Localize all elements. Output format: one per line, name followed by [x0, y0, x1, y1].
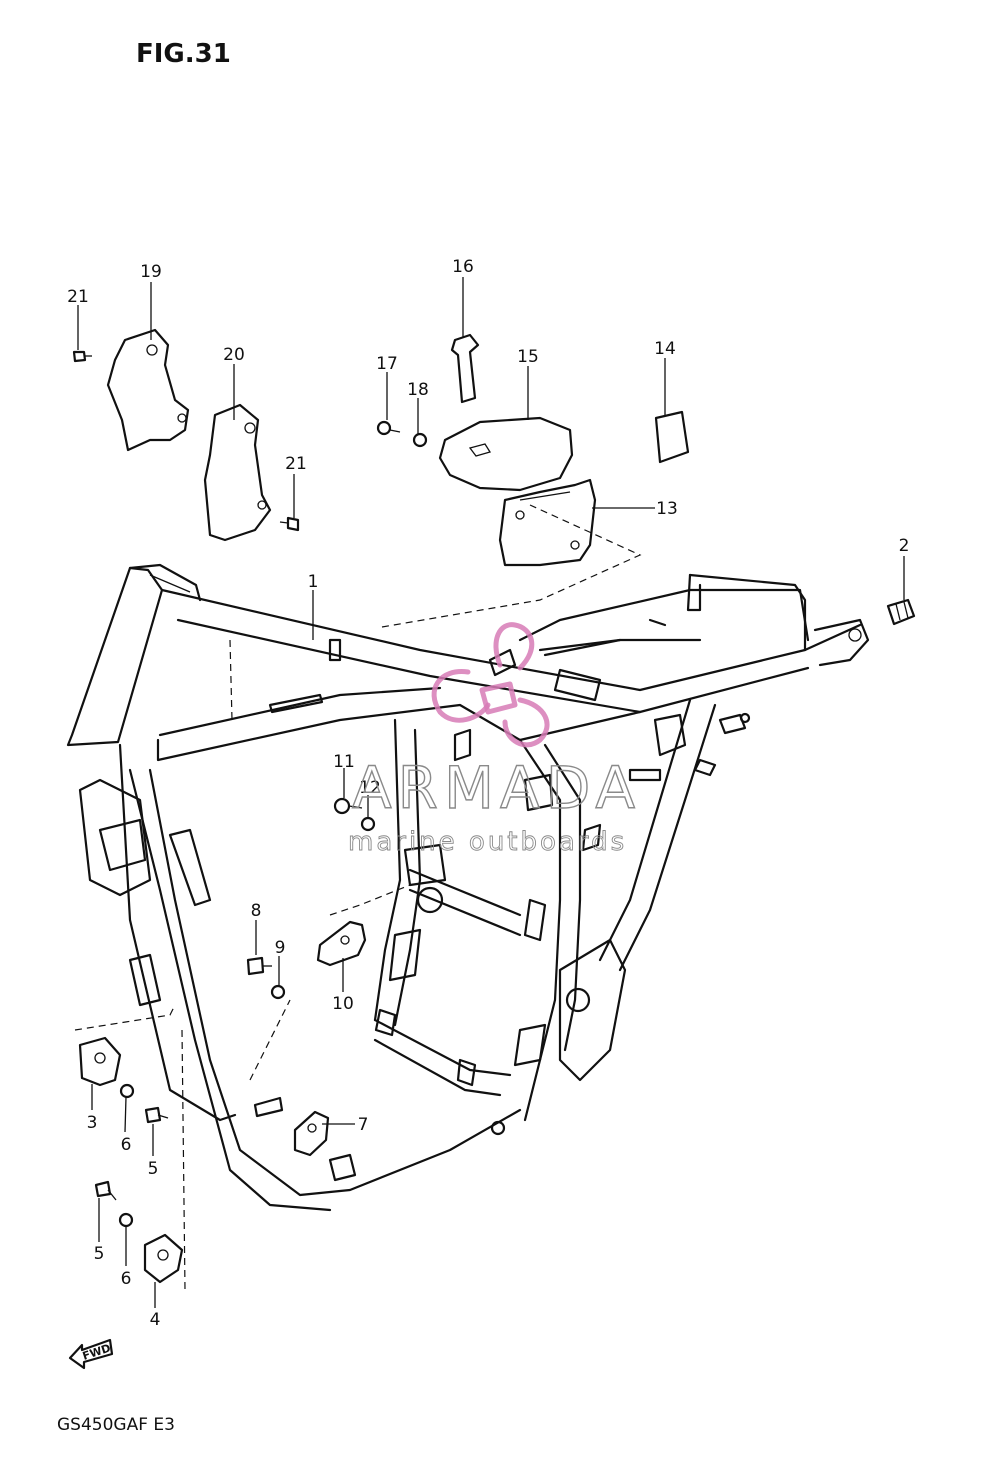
part-14-pad[interactable]	[654, 410, 690, 464]
callout-13: 13	[656, 499, 678, 519]
callout-7: 7	[358, 1115, 369, 1135]
callout-4: 4	[150, 1310, 161, 1330]
callout-21-mid: 21	[285, 454, 307, 474]
callout-9: 9	[275, 938, 286, 958]
watermark-brand: ARMADA	[352, 754, 641, 822]
callout-5-b: 5	[94, 1244, 105, 1264]
part-18-washer[interactable]	[412, 432, 428, 448]
part-7-bracket[interactable]	[293, 1110, 330, 1157]
part-8-bolt[interactable]	[246, 956, 272, 976]
callout-21-top: 21	[67, 287, 89, 307]
part-16-strap[interactable]	[450, 333, 480, 404]
callout-16: 16	[452, 257, 474, 277]
part-10-bracket[interactable]	[316, 920, 367, 967]
part-17-screw[interactable]	[376, 420, 401, 436]
main-frame	[66, 563, 870, 1212]
callout-19: 19	[140, 262, 162, 282]
callout-1: 1	[308, 572, 319, 592]
reference-lines	[74, 504, 642, 1291]
watermark-logo-icon	[431, 622, 550, 748]
part-6-washer-a[interactable]	[119, 1083, 135, 1099]
leader-lines	[77, 277, 905, 1308]
callout-10: 10	[332, 994, 354, 1014]
part-4-bracket[interactable]	[143, 1233, 184, 1284]
callout-12: 12	[359, 778, 381, 798]
callout-6-b: 6	[121, 1269, 132, 1289]
callouts: 19 21 20 21 16 15 14 17 18 13 2 1 11 12 …	[67, 257, 909, 1330]
part-13-holder[interactable]	[498, 478, 597, 567]
watermark-tagline: marine outboards	[348, 827, 627, 857]
part-6-washer-b[interactable]	[118, 1212, 134, 1228]
callout-18: 18	[407, 380, 429, 400]
callout-6-a: 6	[121, 1135, 132, 1155]
model-code: GS450GAF E3	[57, 1415, 175, 1435]
part-2-plug[interactable]	[886, 598, 916, 626]
part-19-bracket[interactable]	[106, 328, 190, 452]
part-3-bracket[interactable]	[78, 1036, 122, 1087]
callout-14: 14	[654, 339, 676, 359]
callout-17: 17	[376, 354, 398, 374]
callout-8: 8	[251, 901, 262, 921]
callout-2: 2	[899, 536, 910, 556]
part-15-cover[interactable]	[438, 416, 574, 492]
part-5-bolt-b[interactable]	[94, 1180, 117, 1201]
callout-15: 15	[517, 347, 539, 367]
part-21-bolt-top[interactable]	[72, 350, 92, 363]
callout-11: 11	[333, 752, 355, 772]
forward-label: FWD	[81, 1342, 112, 1363]
watermark: ARMADA marine outboards	[348, 622, 641, 857]
part-9-washer[interactable]	[270, 984, 286, 1000]
forward-arrow-icon: FWD	[68, 1338, 114, 1370]
callout-3: 3	[87, 1113, 98, 1133]
part-20-bracket[interactable]	[203, 403, 272, 542]
part-21-bolt-mid[interactable]	[279, 516, 300, 532]
part-11-bolt[interactable]	[333, 797, 363, 815]
figure-title: FIG.31	[136, 39, 231, 69]
part-5-bolt-a[interactable]	[144, 1106, 169, 1124]
callout-5-a: 5	[148, 1159, 159, 1179]
callout-20: 20	[223, 345, 245, 365]
